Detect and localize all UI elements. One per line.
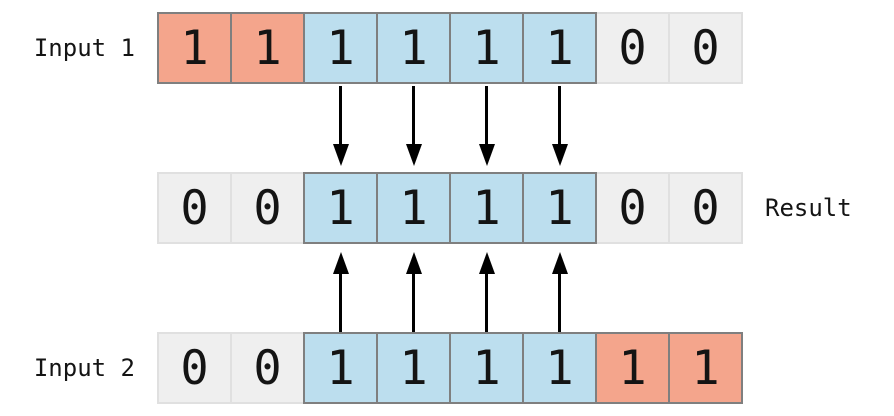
bit-cell: 0: [595, 172, 670, 244]
bit-cell: 0: [668, 12, 743, 84]
up-arrow-icon: [405, 252, 422, 332]
arrow-shaft: [339, 86, 342, 144]
bit-cell: 1: [157, 12, 232, 84]
down-arrow-icon: [332, 86, 349, 166]
arrow-shaft: [412, 274, 415, 332]
bit-cell: 1: [230, 12, 305, 84]
bit-cell: 1: [668, 332, 743, 404]
arrow-shaft: [485, 274, 488, 332]
bit-cell: 1: [376, 332, 451, 404]
up-arrow-icon: [478, 252, 495, 332]
down-arrow-icon: [405, 86, 422, 166]
arrow-head: [405, 252, 422, 274]
down-arrow-icon: [478, 86, 495, 166]
bit-cell: 1: [303, 172, 378, 244]
bit-cell: 1: [449, 172, 524, 244]
bit-cell: 0: [157, 332, 232, 404]
bit-cell: 1: [522, 172, 597, 244]
arrow-shaft: [339, 274, 342, 332]
arrow-shaft: [412, 86, 415, 144]
input1-row: 1 1 1 1 1 1 0 0: [157, 12, 743, 84]
arrow-head: [405, 144, 422, 166]
bit-cell: 1: [303, 332, 378, 404]
bit-cell: 1: [449, 12, 524, 84]
bit-cell: 0: [230, 332, 305, 404]
arrow-shaft: [558, 274, 561, 332]
bit-cell: 1: [522, 12, 597, 84]
result-row: 0 0 1 1 1 1 0 0: [157, 172, 743, 244]
result-label: Result: [765, 194, 852, 222]
arrow-shaft: [558, 86, 561, 144]
arrow-head: [332, 252, 349, 274]
arrow-head: [551, 144, 568, 166]
bit-cell: 0: [230, 172, 305, 244]
arrow-head: [551, 252, 568, 274]
arrow-shaft: [485, 86, 488, 144]
down-arrow-icon: [551, 86, 568, 166]
bit-cell: 0: [595, 12, 670, 84]
bit-cell: 1: [303, 12, 378, 84]
bit-cell: 1: [376, 12, 451, 84]
arrow-head: [332, 144, 349, 166]
up-arrow-icon: [332, 252, 349, 332]
bit-cell: 1: [522, 332, 597, 404]
arrow-head: [478, 144, 495, 166]
arrow-head: [478, 252, 495, 274]
input1-label: Input 1: [33, 34, 135, 62]
input2-row: 0 0 1 1 1 1 1 1: [157, 332, 743, 404]
bit-cell: 0: [668, 172, 743, 244]
bit-cell: 1: [449, 332, 524, 404]
up-arrow-icon: [551, 252, 568, 332]
input2-label: Input 2: [33, 354, 135, 382]
bit-cell: 1: [595, 332, 670, 404]
bit-cell: 1: [376, 172, 451, 244]
bit-cell: 0: [157, 172, 232, 244]
